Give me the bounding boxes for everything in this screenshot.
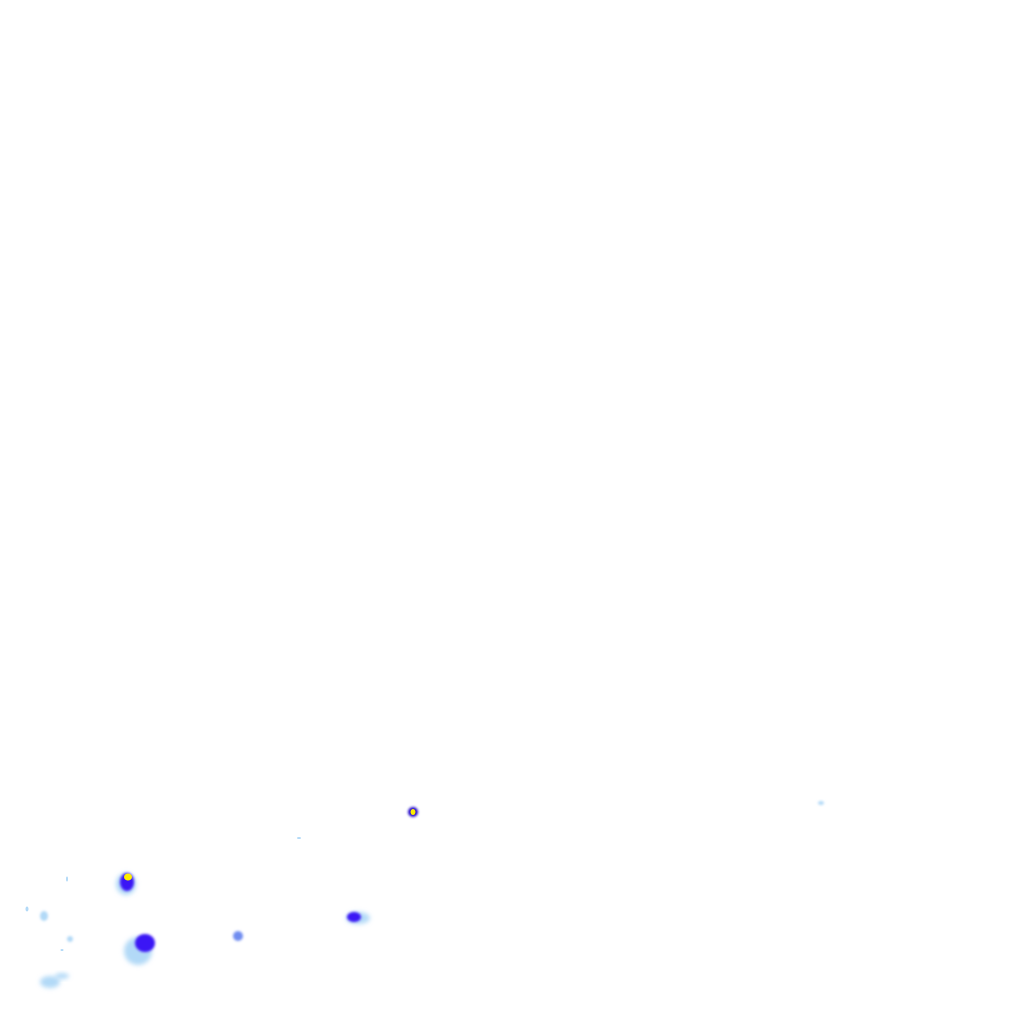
precip-moderate-area xyxy=(233,931,243,941)
precip-light-area xyxy=(66,876,68,882)
precip-cell-storm-center xyxy=(408,807,418,817)
precip-cell-small xyxy=(233,931,243,941)
precip-heavy-area xyxy=(347,912,361,922)
precip-extreme-area xyxy=(124,873,132,881)
precip-light-area xyxy=(818,801,824,805)
precip-heavy-area xyxy=(135,934,155,952)
precip-light-area xyxy=(40,976,60,988)
precip-cell-east xyxy=(346,912,370,924)
precip-extreme-area xyxy=(410,809,416,815)
precip-light-area xyxy=(67,936,73,942)
precip-light-area xyxy=(297,837,301,839)
precip-cell-storm-left xyxy=(116,873,136,895)
precip-light-area xyxy=(55,973,69,979)
precip-cell-southwest xyxy=(40,973,69,988)
precip-light-area xyxy=(25,906,29,912)
precip-light-specks xyxy=(25,801,824,951)
precip-light-area xyxy=(40,911,48,921)
precip-cell-large xyxy=(124,934,155,965)
precip-light-area xyxy=(60,949,64,951)
